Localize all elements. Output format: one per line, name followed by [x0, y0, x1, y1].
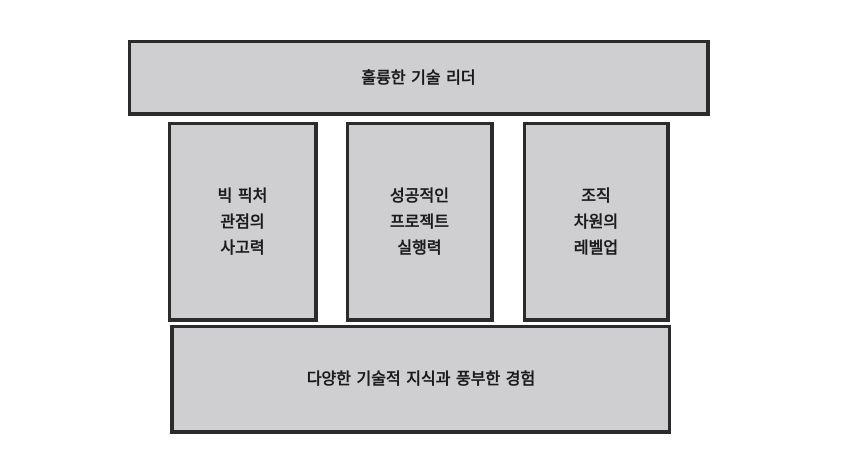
pillar-line: 사고력: [220, 238, 265, 257]
pillar-big-picture: 빅 픽처 관점의 사고력: [168, 122, 318, 322]
pillar-line: 프로젝트: [390, 212, 449, 231]
pillar-line: 관점의: [220, 212, 265, 231]
pillar-line: 실행력: [397, 238, 442, 257]
pillar-line: 빅 픽처: [217, 186, 268, 205]
foundation-label: 다양한 기술적 지식과 풍부한 경험: [306, 369, 536, 388]
pillar-line: 성공적인: [390, 186, 449, 205]
pillar-line: 차원의: [573, 212, 619, 231]
pillar-text: 성공적인 프로젝트 실행력: [390, 183, 449, 261]
pillar-text: 빅 픽처 관점의 사고력: [218, 183, 268, 261]
pillar-text: 조직 차원의 레벨업: [574, 183, 618, 261]
pillar-org-levelup: 조직 차원의 레벨업: [523, 122, 670, 322]
roof-box: 훌륭한 기술 리더: [128, 40, 710, 116]
foundation-box: 다양한 기술적 지식과 풍부한 경험: [170, 325, 671, 434]
pillar-line: 레벨업: [573, 238, 619, 257]
roof-label: 훌륭한 기술 리더: [361, 67, 476, 87]
pillar-project-execution: 성공적인 프로젝트 실행력: [346, 122, 494, 322]
pillar-line: 조직: [581, 186, 611, 205]
